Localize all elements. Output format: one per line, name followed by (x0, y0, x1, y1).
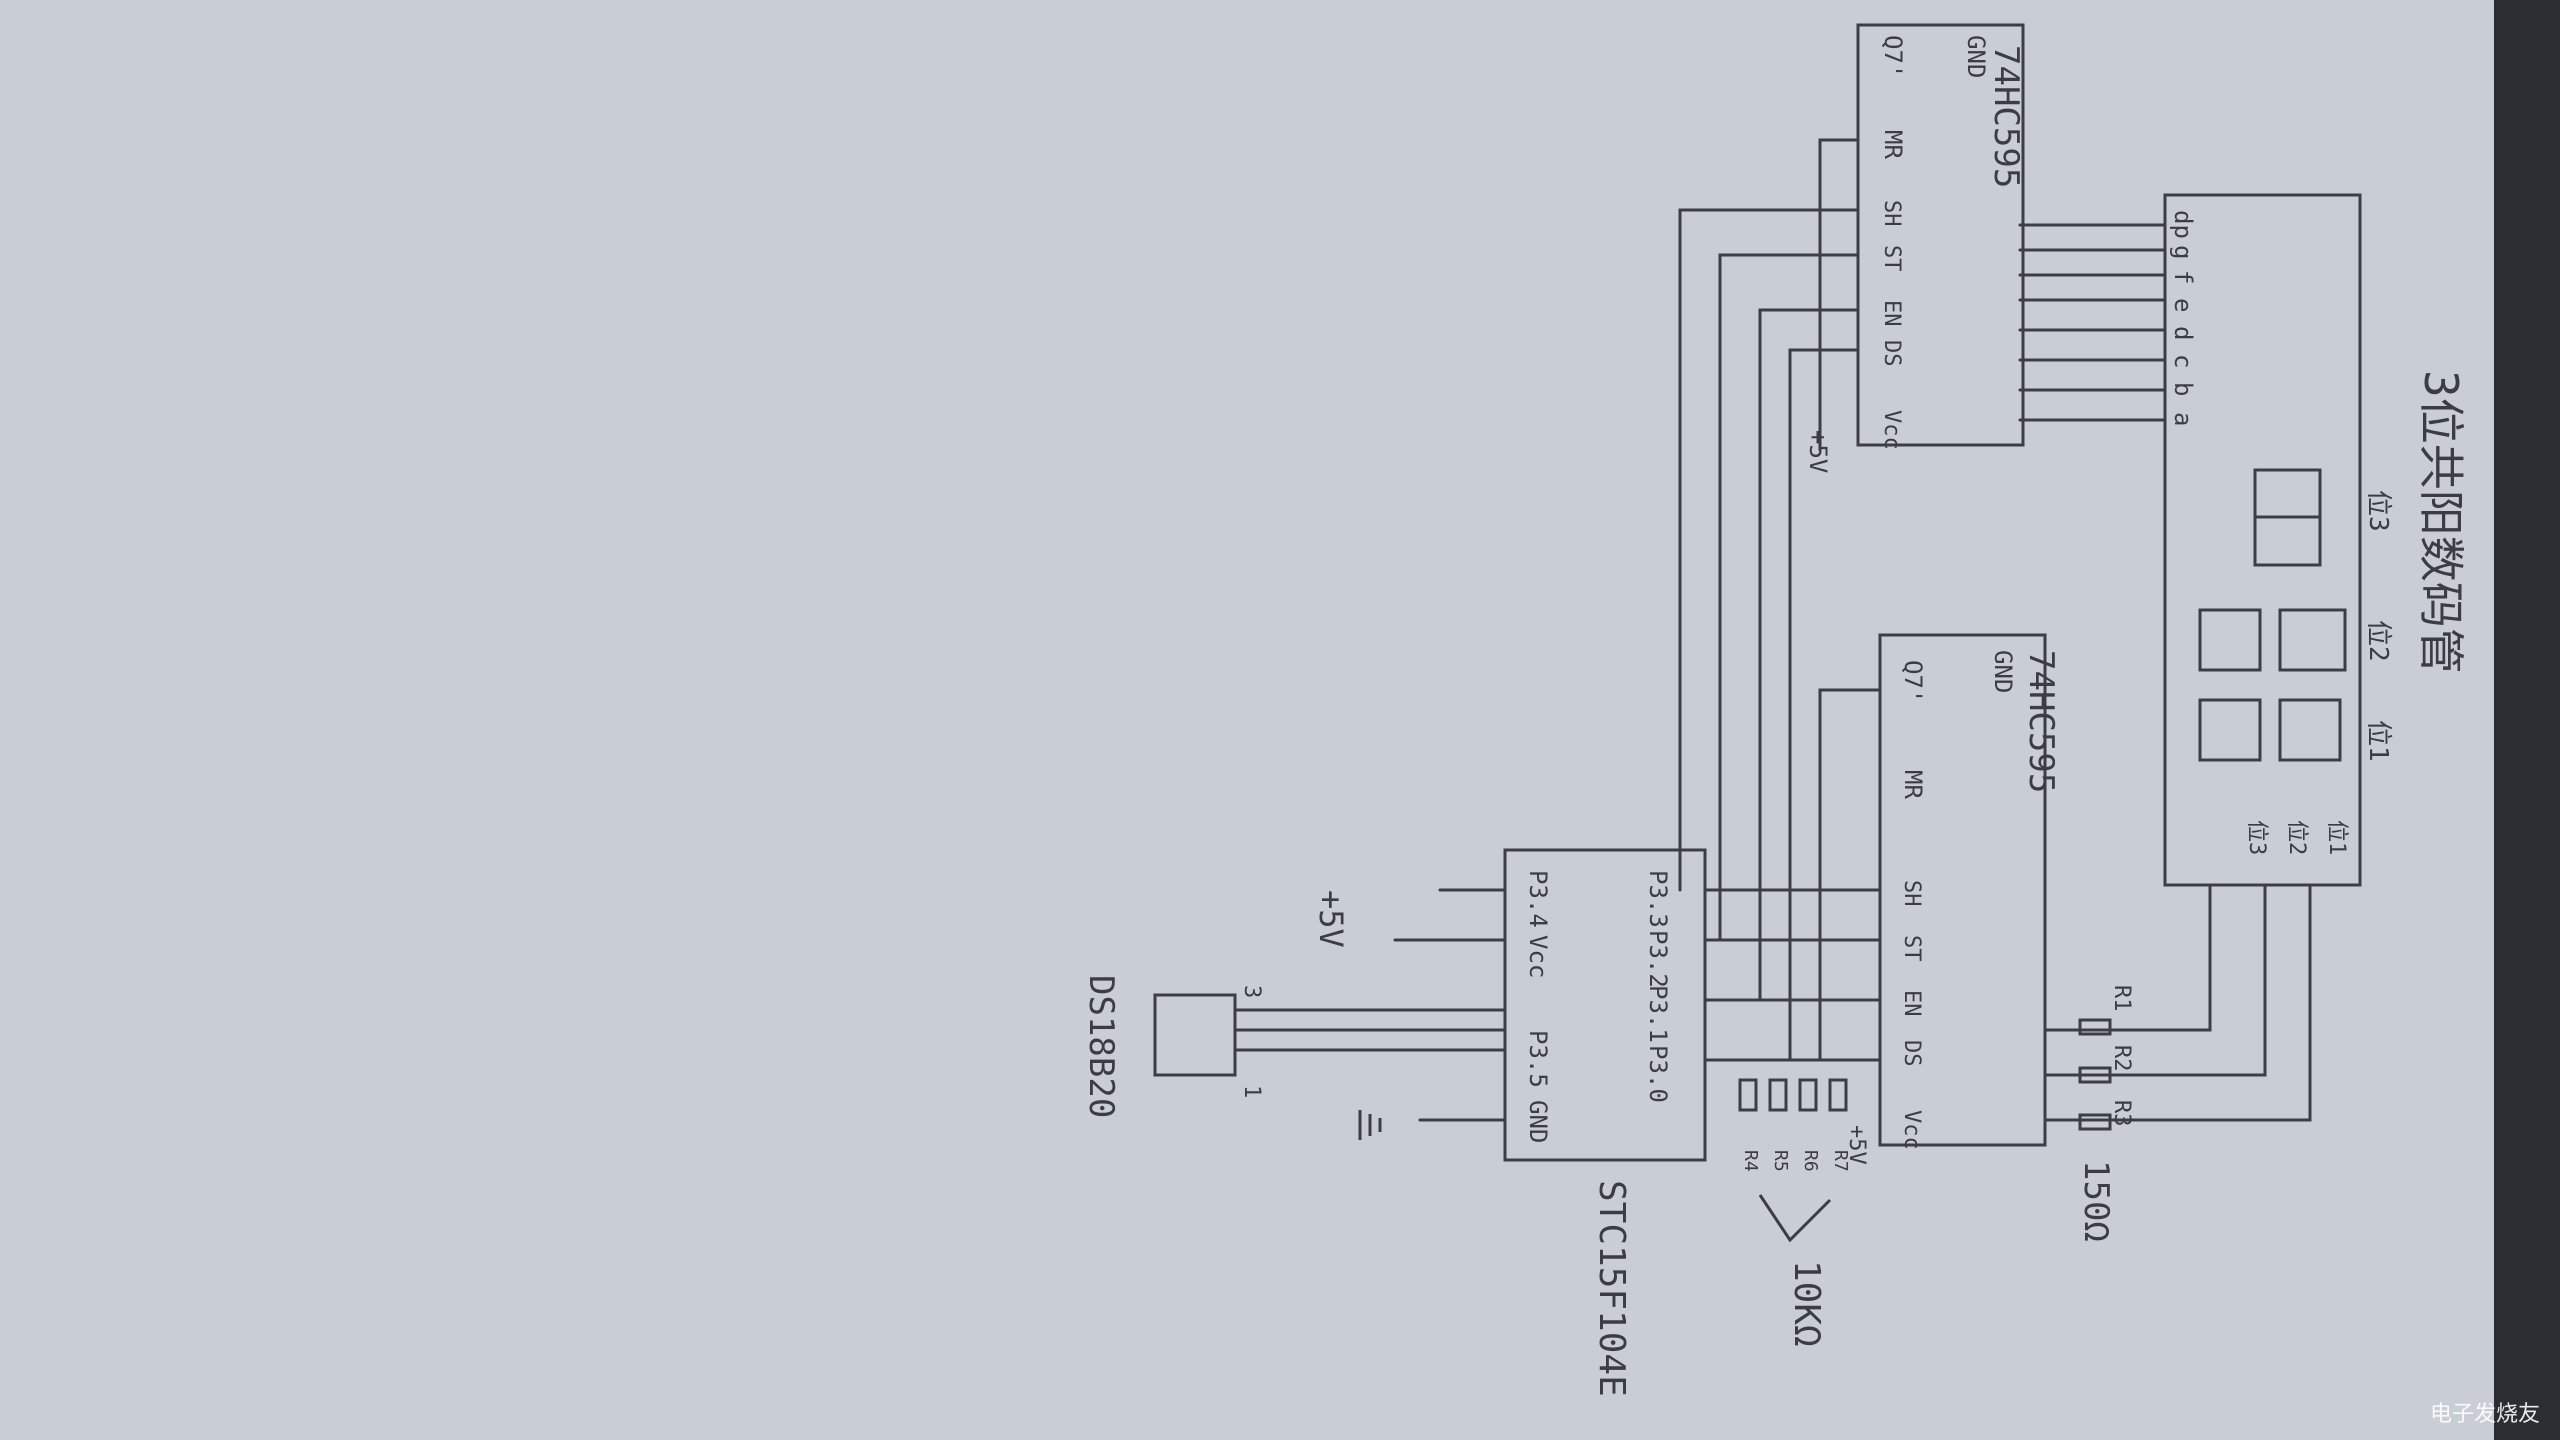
ground-symbol (1358, 1110, 1382, 1140)
mid-sr-q7p: Q7' (1899, 660, 1927, 703)
pullup-r7 (1828, 1078, 1848, 1112)
sensor-box (1153, 993, 1237, 1077)
paper-edge (2494, 0, 2560, 1440)
mcu-pin-p32: P3.2 (1644, 930, 1672, 988)
pullup-r5 (1768, 1078, 1788, 1112)
pullup-bracket (1758, 1194, 1832, 1243)
top-sr-power: +5V (1804, 430, 1832, 473)
top-sr-en: EN (1879, 300, 1904, 327)
digit-pin-2: 位2 (2284, 820, 2309, 855)
segment-g: g (2169, 245, 2197, 259)
segment-d: d (2169, 326, 2197, 340)
r7-label: R7 (1830, 1150, 1851, 1172)
mcu-label: STC15F104E (1591, 1180, 1632, 1397)
r2-label: R2 (2109, 1045, 2134, 1072)
top-sr-q7p: Q7' (1879, 35, 1907, 78)
mid-sr-mr: MR (1899, 770, 1927, 799)
r3-label: R3 (2109, 1100, 2134, 1127)
schematic-drawing: 74HC595 74HC595 STC15F104E DS18B20 3位共阳数… (1081, 23, 2468, 1397)
seven-seg-digit-1 (2198, 698, 2342, 762)
display-box (2163, 193, 2362, 887)
seven-seg-digit-3 (2253, 468, 2322, 567)
segment-e: e (2169, 298, 2197, 312)
mid-sr-gnd: GND (1989, 650, 2017, 693)
mid-sr-sh: SH (1899, 880, 1924, 907)
mcu-pin-p33: P3.3 (1644, 870, 1672, 928)
top-sr-gnd: GND (1962, 35, 1990, 78)
seven-seg-digit-2 (2198, 608, 2347, 672)
digit-r3 (2078, 1113, 2112, 1131)
top-sr-label: 74HC595 (1986, 45, 2026, 188)
digit-label-3: 位3 (2363, 490, 2393, 532)
digit-pin-1: 位1 (2324, 820, 2349, 855)
pullup-r4 (1738, 1078, 1758, 1112)
mid-sr-ds: DS (1899, 1040, 1924, 1067)
digit-label-1: 位1 (2363, 720, 2393, 762)
mid-sr-st: ST (1899, 935, 1924, 962)
digit-r2 (2078, 1066, 2112, 1084)
mcu-power-label: +5V (1312, 890, 1350, 948)
mid-sr-label: 74HC595 (2021, 650, 2061, 793)
sensor-label: DS18B20 (1081, 975, 1121, 1118)
watermark: 电子发烧友 (2429, 1402, 2540, 1427)
pullup-r6 (1798, 1078, 1818, 1112)
segment-a: a (2169, 412, 2197, 426)
top-sr-vcc: Vcc (1879, 410, 1904, 450)
top-sr-sh: SH (1879, 200, 1904, 227)
pullup-value: 10KΩ (1786, 1260, 1827, 1347)
segment-c: c (2169, 354, 2197, 368)
top-sr-mr: MR (1879, 130, 1907, 159)
r6-label: R6 (1800, 1150, 1821, 1172)
mcu-pin-gnd: GND (1524, 1100, 1552, 1143)
mcu-pin-p31: P3.1 (1644, 985, 1672, 1043)
mid-sr-en: EN (1899, 990, 1924, 1017)
mcu-chip (1503, 848, 1707, 1162)
mid-sr-vcc: Vcc (1899, 1110, 1924, 1150)
mcu-pin-p35: P3.5 (1524, 1030, 1552, 1088)
r4-label: R4 (1740, 1150, 1761, 1172)
sensor-pin-1: 1 (1239, 1085, 1264, 1098)
mcu-pin-p30: P3.0 (1644, 1045, 1672, 1103)
top-shift-register (1856, 23, 2025, 447)
r5-label: R5 (1770, 1150, 1791, 1172)
mcu-pin-vcc: Vcc (1524, 935, 1552, 978)
digit-r1 (2078, 1018, 2112, 1036)
segment-f: f (2169, 270, 2197, 284)
segment-b: b (2169, 382, 2197, 396)
top-sr-ds: DS (1879, 340, 1904, 367)
mcu-pin-p34: P3.4 (1524, 870, 1552, 928)
top-sr-st: ST (1879, 245, 1904, 272)
digit-label-2: 位2 (2363, 620, 2393, 662)
sensor-pin-3: 3 (1239, 985, 1264, 998)
digit-pin-3: 位3 (2244, 820, 2269, 855)
display-title: 3位共阳数码管 (2414, 370, 2468, 674)
digit-resistor-value: 150Ω (2076, 1160, 2116, 1242)
r1-label: R1 (2109, 985, 2134, 1012)
mid-sr-power: +5V (1844, 1125, 1869, 1165)
segment-dp: dp (2169, 210, 2197, 239)
